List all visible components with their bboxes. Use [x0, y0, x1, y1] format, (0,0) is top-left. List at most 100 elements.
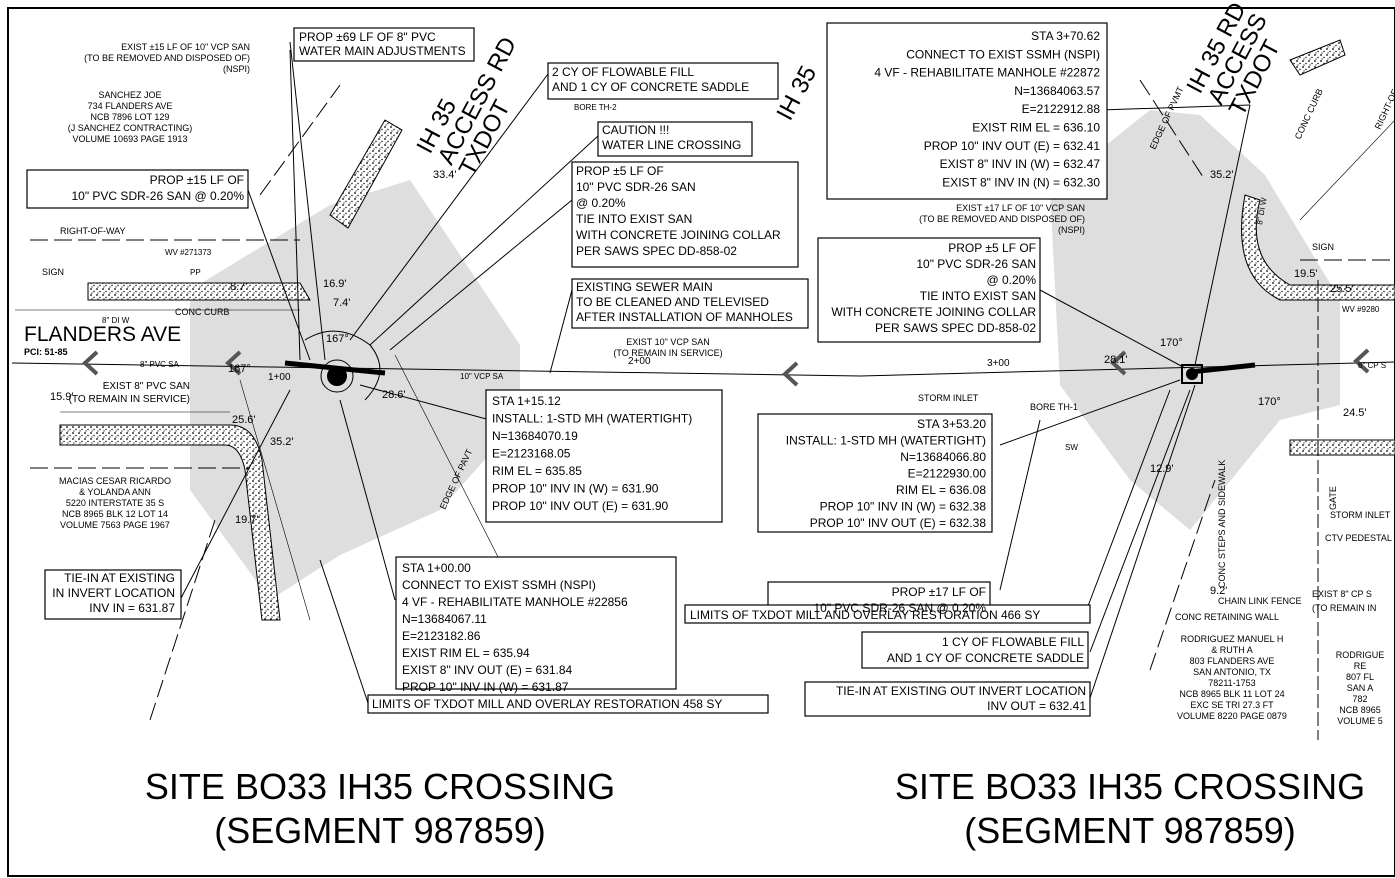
- prop-5lf-note-line: PER SAWS SPEC DD-858-02: [576, 244, 737, 258]
- label-line: (TO REMAIN IN SERVICE): [613, 348, 722, 358]
- owner-south-line: & YOLANDA ANN: [79, 487, 151, 497]
- owner-south-right-line: 803 FLANDERS AVE: [1190, 656, 1275, 666]
- prop-5lf-note-right-line: PER SAWS SPEC DD-858-02: [875, 321, 1036, 335]
- dim: 19.7': [235, 514, 259, 526]
- label-line: SIGN: [42, 267, 64, 277]
- owner-south-right-line: VOLUME 8220 PAGE 0879: [1177, 711, 1287, 721]
- prop-5lf-note-right-line: 10" PVC SDR-26 SAN: [916, 257, 1036, 271]
- owner-south-right-line: NCB 8965 BLK 11 LOT 24: [1179, 689, 1284, 699]
- row-line: [1149, 479, 1216, 671]
- prop-5lf-note-right-line: @ 0.20%: [986, 273, 1036, 287]
- prop-5lf-note-right-line: PROP ±5 LF OF: [948, 241, 1036, 255]
- tie-in-note-line: IN INVERT LOCATION: [52, 586, 175, 600]
- se-sidewalk: [1289, 439, 1395, 456]
- dim-line: 35.2': [1210, 169, 1234, 181]
- label-line: 3+00: [987, 358, 1010, 369]
- label-line: PP: [190, 268, 201, 277]
- sta-100-note-line: EXIST 8" INV OUT (E) = 631.84: [402, 663, 573, 677]
- flow-arrow: [782, 361, 799, 387]
- dim-line: 167°: [228, 363, 251, 375]
- label: SIGN: [42, 267, 64, 277]
- owner-south-line: MACIAS CESAR RICARDO: [59, 476, 171, 486]
- label-line: SIGN: [1312, 242, 1334, 252]
- label: 1+00: [268, 372, 291, 383]
- label: PP: [190, 268, 201, 277]
- label: 8" PVC SA: [140, 360, 180, 369]
- tie-in-note-right-line: TIE-IN AT EXISTING OUT INVERT LOCATION: [836, 684, 1086, 698]
- flow-arrow: [1353, 348, 1370, 374]
- limits-note: LIMITS OF TXDOT MILL AND OVERLAY RESTORA…: [372, 697, 722, 711]
- label-line: 8" CP S: [1358, 361, 1386, 370]
- prop-15lf-note-line: 10" PVC SDR-26 SAN @ 0.20%: [71, 189, 244, 203]
- dim: 8.7': [230, 281, 247, 293]
- label: SIGN: [1312, 242, 1334, 252]
- sta-115-note-line: INSTALL: 1-STD MH (WATERTIGHT): [492, 412, 692, 426]
- label: WV #271373: [165, 248, 212, 257]
- label: (TO REMAIN IN: [1312, 603, 1376, 613]
- exist-vcp-note: EXIST ±15 LF OF 10" VCP SAN(TO BE REMOVE…: [84, 42, 250, 74]
- dim: 25.5': [1330, 283, 1354, 295]
- exist-vcp-note-line: (TO BE REMOVED AND DISPOSED OF): [84, 53, 250, 63]
- sta-353-note-line: STA 3+53.20: [917, 417, 986, 431]
- dim-line: 28.6': [382, 389, 406, 401]
- owner-east-right-line: RODRIGUE: [1336, 650, 1385, 660]
- label: EXIST 8" CP S: [1312, 589, 1372, 599]
- label: BORE TH-2: [574, 103, 617, 112]
- owner-north-line: VOLUME 10693 PAGE 1913: [73, 134, 188, 144]
- label: CONC RETAINING WALL: [1175, 612, 1279, 622]
- sewer-main-line: [11, 362, 861, 377]
- sta-115-note-line: E=2123168.05: [492, 447, 571, 461]
- label: WV #9280: [1342, 305, 1380, 314]
- dim: 15.9': [50, 391, 74, 403]
- sta-370-note-line: EXIST 8" INV IN (W) = 632.47: [940, 157, 1101, 171]
- dim: 167°: [326, 333, 349, 345]
- label-line: 1+00: [268, 372, 291, 383]
- dim: 33.4': [433, 169, 457, 181]
- sta-370-note-line: CONNECT TO EXIST SSMH (NSPI): [906, 47, 1100, 61]
- label-line: RIGHT-OF-WAY: [1373, 67, 1395, 131]
- owner-east-right-line: SAN A: [1347, 683, 1374, 693]
- east-curb: [329, 119, 403, 229]
- label: RIGHT-OF-WAY: [1373, 67, 1395, 131]
- sta-370-note-line: STA 3+70.62: [1031, 29, 1100, 43]
- dim-line: 16.9': [323, 278, 347, 290]
- row-line: [259, 84, 341, 196]
- dim-line: 170°: [1258, 396, 1281, 408]
- label-line: BORE TH-1: [1030, 402, 1078, 412]
- label-line: BORE TH-2: [574, 103, 617, 112]
- street-name: FLANDERS AVE: [24, 323, 181, 346]
- prop-5lf-note-line: TIE INTO EXIST SAN: [576, 212, 692, 226]
- restoration-area: [1050, 110, 1340, 530]
- prop-5lf-note-right-line: TIE INTO EXIST SAN: [920, 289, 1036, 303]
- flow-arrow: [82, 350, 99, 376]
- exist-vcp-note-line: (NSPI): [223, 64, 250, 74]
- dim: 170°: [1258, 396, 1281, 408]
- sta-353-note-line: PROP 10" INV OUT (E) = 632.38: [810, 516, 987, 530]
- limits-note-right: LIMITS OF TXDOT MILL AND OVERLAY RESTORA…: [690, 608, 1040, 622]
- pci-label: PCI: 51-85: [24, 347, 68, 357]
- dim: 167°: [228, 363, 251, 375]
- exist-pvc-note: EXIST 8" PVC SAN(TO REMAIN IN SERVICE): [69, 381, 190, 405]
- label: CONC STEPS AND SIDEWALK: [1217, 460, 1227, 588]
- east-curb: [1241, 194, 1395, 301]
- label-line: CONC STEPS AND SIDEWALK: [1217, 460, 1227, 588]
- label: 8" DI W: [1255, 196, 1269, 225]
- dim: 170°: [1160, 337, 1183, 349]
- dim-line: 24.5': [1343, 407, 1367, 419]
- prop-5lf-note-right: PROP ±5 LF OF 10" PVC SDR-26 SAN @ 0.20% TI…: [831, 241, 1036, 335]
- label: CTV PEDESTAL: [1325, 533, 1392, 543]
- sta-370-note-line: EXIST 8" INV IN (N) = 632.30: [942, 175, 1100, 189]
- label: (TO REMAIN IN SERVICE): [613, 348, 722, 358]
- prop-5lf-note-right-line: WITH CONCRETE JOINING COLLAR: [831, 305, 1036, 319]
